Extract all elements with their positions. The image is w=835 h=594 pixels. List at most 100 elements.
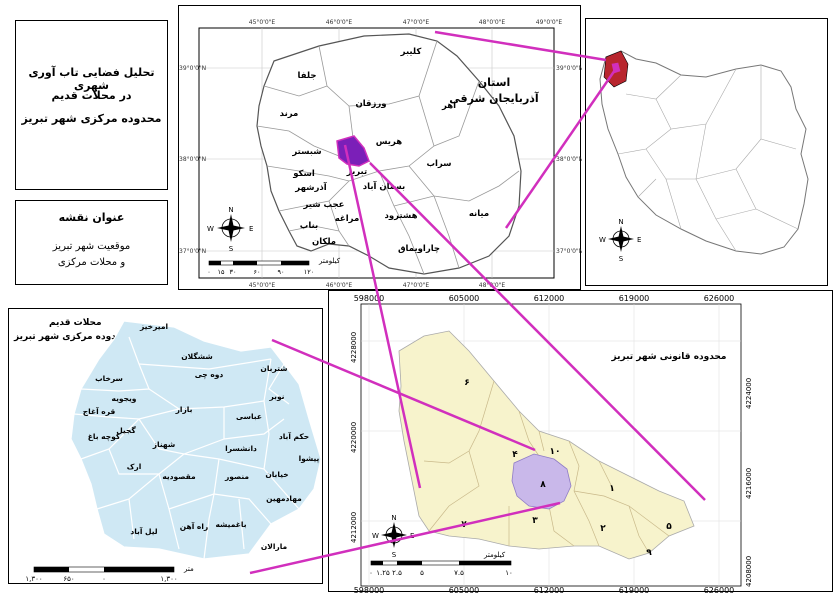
neigh-label-maralan: مارالان	[261, 542, 288, 551]
neigh-scale-tick-2: ۰	[102, 575, 106, 583]
city-x-tick-top-2: 612000	[534, 294, 565, 303]
compass-rose-icon: N S E W	[207, 206, 253, 253]
compass-rose-icon: N S E W	[599, 218, 641, 263]
compass-w: W	[207, 225, 214, 233]
neighborhood-map-svg: محلات قدیم محدوده مرکزی شهر تبریز امی	[13, 318, 322, 583]
county-label-ajabshir: عجب شیر	[302, 200, 344, 210]
neigh-label-shahnaz: شهناز	[152, 440, 176, 449]
neigh-label-amirkhiz: امیرخیز	[139, 322, 168, 331]
city-scale-tick-2: ۲.۵	[392, 569, 402, 577]
neighborhood-title-2: محدوده مرکزی شهر تبریز	[13, 332, 128, 342]
lon-tick-top-4: 49°0'0"E	[536, 19, 563, 26]
neigh-label-abbasi: عباسی	[236, 412, 262, 421]
city-compass-w: W	[372, 532, 379, 540]
city-scale-unit: کیلومتر	[483, 551, 506, 559]
neigh-label-sheshgelan: ششگلان	[181, 352, 212, 361]
province-scale-bar: کیلومتر ۰ ۱۵ ۳۰ ۶۰ ۹۰ ۱۲۰	[207, 257, 341, 276]
province-label-1: استان	[478, 76, 511, 89]
city-x-tick-bottom-1: 605000	[449, 586, 480, 593]
neigh-label-nobar: نوبر	[269, 392, 285, 401]
province-scale-unit: کیلومتر	[318, 257, 341, 265]
neigh-label-mahadmahin: مهادمهین	[266, 494, 302, 503]
city-y-tick-left-1: 4220000	[350, 422, 358, 453]
neighborhood-scale-bar: متر ۱,۳۰۰ ۶۵۰ ۰ ۱,۳۰۰	[25, 565, 194, 583]
neigh-label-gharaaghaj: قره آغاج	[83, 406, 116, 416]
title-line-2: در محلات قدیم	[51, 89, 132, 102]
city-y-tick-right-1: 4216000	[745, 468, 753, 499]
legend-line-2: و محلات مرکزی	[57, 257, 126, 268]
iran-compass-n: N	[618, 218, 623, 226]
city-scale-tick-4: ۷.۵	[454, 569, 464, 577]
neigh-label-kuchebagh: کوچه باغ	[88, 432, 121, 441]
title-line-1: تحلیل فضایی تاب آوری شهری	[28, 66, 155, 92]
county-label-heris: هریس	[376, 137, 402, 147]
lon-tick-bottom-2: 47°0'0"E	[403, 282, 430, 289]
county-label-ahar: اهر	[441, 101, 456, 111]
legend-heading: عنوان نقشه	[58, 211, 125, 224]
lon-tick-top-0: 45°0'0"E	[249, 19, 276, 26]
neigh-label-pishva: پیشوا	[299, 454, 320, 463]
legend-line-1: موقعیت شهر تبریز	[52, 241, 131, 252]
province-scale-tick-0: ۰	[207, 268, 211, 276]
city-x-tick-bottom-0: 598000	[354, 586, 385, 593]
city-x-tick-top-0: 598000	[354, 294, 385, 303]
neigh-label-davachi: دوه چی	[195, 370, 224, 379]
city-y-tick-right-0: 4224000	[745, 378, 753, 409]
district-label-2: ۲	[600, 524, 606, 534]
province-scale-tick-2: ۳۰	[230, 268, 237, 276]
iran-outline	[599, 50, 809, 255]
district-label-3: ۳	[532, 516, 538, 526]
district-label-9: ۹	[646, 548, 652, 558]
county-label-jolfa: جلفا	[298, 71, 317, 81]
district-label-5: ۵	[666, 522, 672, 532]
neigh-label-baghmisheh: باغمیشه	[215, 520, 246, 529]
county-label-shabestar: شبستر	[291, 147, 321, 157]
province-map: جلفا کلیبر اهر مرند ورزقان هریس شبستر تب…	[178, 5, 582, 290]
map-title-legend: عنوان نقشه موقعیت شهر تبریز و محلات مرکز…	[15, 200, 168, 285]
lat-tick-left-2: 37°0'0"N	[179, 248, 206, 255]
lat-tick-right-2: 37°0'0"N	[556, 248, 582, 255]
neigh-label-bazar: بازار	[175, 405, 193, 414]
city-scale-tick-1: ۱.۲۵	[376, 569, 390, 577]
lat-tick-right-1: 38°0'0"N	[556, 156, 582, 163]
title-line-3: محدوده مرکزی شهر تبریز	[21, 112, 162, 125]
province-scale-tick-3: ۶۰	[254, 268, 261, 276]
neigh-label-lilabad: لیل آباد	[130, 526, 157, 536]
province-scale-tick-5: ۱۲۰	[304, 268, 314, 276]
neigh-scale-tick-3: ۱,۳۰۰	[160, 575, 177, 583]
county-label-mianeh: میانه	[469, 209, 489, 219]
county-label-kaleybar: کلیبر	[400, 47, 422, 57]
lon-tick-top-1: 46°0'0"E	[326, 19, 353, 26]
lon-tick-top-3: 48°0'0"E	[479, 19, 506, 26]
neigh-label-daneshsara: دانشسرا	[225, 444, 257, 453]
city-x-tick-top-1: 605000	[449, 294, 480, 303]
neighborhood-title-1: محلات قدیم	[49, 318, 102, 328]
lat-tick-left-0: 39°0'0"N	[179, 65, 206, 72]
neigh-label-maghsoudieh: مقصودیه	[162, 472, 196, 481]
neigh-label-ark: ارک	[127, 462, 142, 471]
county-label-varzaqan: ورزقان	[355, 99, 386, 109]
city-compass-n: N	[391, 514, 396, 522]
county-label-bostanabad: بستان آباد	[363, 180, 405, 192]
tabriz-city-boundary	[398, 330, 695, 560]
city-y-tick-right-2: 4208000	[745, 556, 753, 587]
province-label-2: آذربایجان شرقی	[449, 91, 539, 105]
compass-n: N	[228, 206, 233, 214]
county-label-azarshahr: آذرشهر	[294, 181, 328, 193]
district-label-4: ۴	[512, 450, 518, 460]
county-label-bonab: بناب	[300, 221, 318, 231]
neigh-label-hokmabad: حکم آباد	[279, 431, 309, 441]
neigh-scale-tick-1: ۶۵۰	[63, 575, 74, 583]
city-map-svg: ۶ ۴ ۱۰ ۸ ۱ ۷ ۳ ۲ ۵ ۹ محدوده قانونی شهر ت…	[350, 294, 753, 593]
lat-tick-right-0: 39°0'0"N	[556, 65, 582, 72]
neigh-label-khiaban: خیابان	[265, 470, 288, 479]
compass-s: S	[229, 245, 234, 253]
lon-tick-bottom-1: 46°0'0"E	[326, 282, 353, 289]
county-label-marand: مرند	[280, 109, 299, 119]
county-label-maragheh: مراغه	[335, 214, 359, 224]
lon-tick-bottom-0: 45°0'0"E	[249, 282, 276, 289]
city-compass-e: E	[410, 532, 414, 540]
district-label-7: ۷	[461, 520, 467, 530]
title-box: تحلیل فضایی تاب آوری شهری در محلات قدیم …	[15, 20, 168, 190]
city-scale-bar: کیلومتر ۰ ۱.۲۵ ۲.۵ ۵ ۷.۵ ۱۰	[369, 551, 513, 577]
